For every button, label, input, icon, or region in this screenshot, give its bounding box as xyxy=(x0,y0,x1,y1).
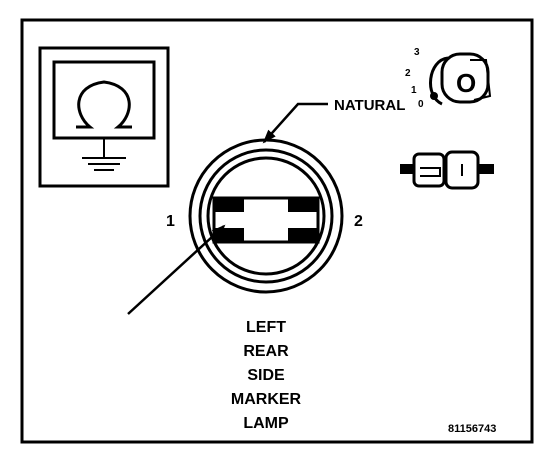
terminal-pin-2-bottom xyxy=(288,228,318,242)
natural-arrow-icon xyxy=(262,102,328,144)
key-position-0: 0 xyxy=(418,99,424,110)
connector-icon xyxy=(400,150,494,190)
diagram-frame xyxy=(20,18,534,444)
connector-face xyxy=(188,138,344,294)
caption-line-left: LEFT xyxy=(246,319,286,336)
caption-line-rear: REAR xyxy=(243,343,289,360)
key-position-1: 1 xyxy=(411,85,417,96)
lamp-caption: LEFT REAR SIDE MARKER LAMP xyxy=(231,319,302,432)
terminal-label-2: 2 xyxy=(354,213,363,230)
key-position-2: 2 xyxy=(405,68,411,79)
figure-id: 81156743 xyxy=(448,423,496,435)
natural-label: NATURAL xyxy=(334,97,405,114)
terminal-label-1: 1 xyxy=(166,213,175,230)
caption-line-marker: MARKER xyxy=(231,391,302,408)
terminal-pin-2-top xyxy=(288,198,318,212)
key-letter: O xyxy=(456,68,476,98)
caption-line-lamp: LAMP xyxy=(243,415,289,432)
key-position-3: 3 xyxy=(414,47,420,58)
terminal-pin-1-top xyxy=(214,198,244,212)
ground-omega-icon xyxy=(38,46,170,188)
ignition-key-icon: 3 2 1 0 O xyxy=(405,47,492,110)
pointer-arrow-icon xyxy=(127,224,226,315)
caption-line-side: SIDE xyxy=(247,367,285,384)
